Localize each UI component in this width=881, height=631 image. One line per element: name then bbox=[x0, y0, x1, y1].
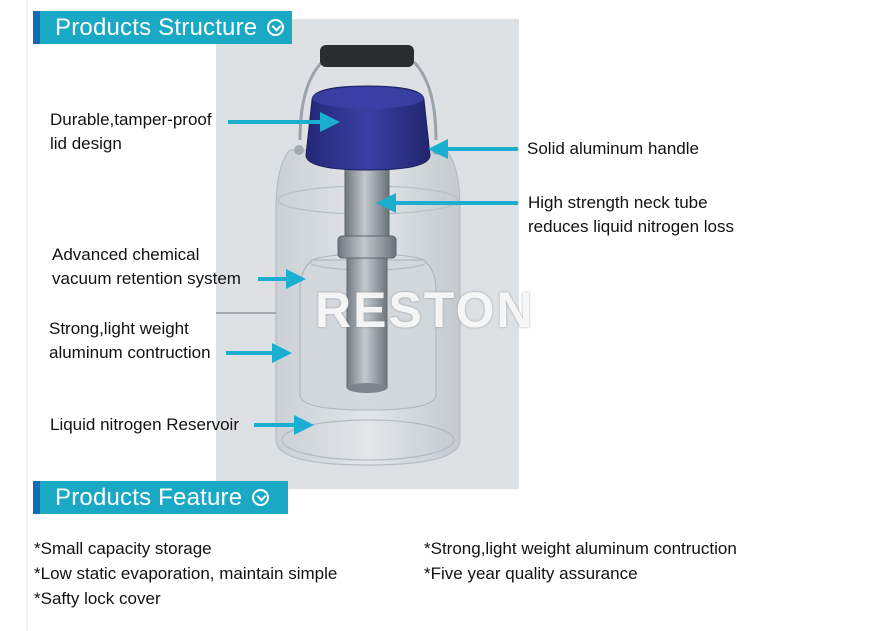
callout-handle: Solid aluminum handle bbox=[527, 139, 699, 158]
feature-list-right: *Strong,light weight aluminum contructio… bbox=[424, 536, 737, 586]
feature-list-left: *Small capacity storage *Low static evap… bbox=[34, 536, 337, 611]
feature-item: *Safty lock cover bbox=[34, 589, 161, 608]
section-title: Products Feature bbox=[55, 483, 243, 511]
callout-neck-line1: High strength neck tube bbox=[528, 193, 708, 212]
callout-lid: Durable,tamper-proof lid design bbox=[50, 108, 212, 156]
callout-lid-line1: Durable,tamper-proof bbox=[50, 110, 212, 129]
callout-aluminum-line2: aluminum contruction bbox=[49, 343, 211, 362]
callout-neck: High strength neck tube reduces liquid n… bbox=[528, 191, 734, 239]
section-title: Products Structure bbox=[55, 13, 258, 41]
chevron-down-circle-icon[interactable] bbox=[267, 19, 285, 36]
products-feature-header[interactable]: Products Feature bbox=[33, 481, 288, 514]
feature-item: *Small capacity storage bbox=[34, 539, 212, 558]
callout-aluminum: Strong,light weight aluminum contruction bbox=[49, 317, 211, 365]
brand-watermark: RESTON bbox=[315, 282, 535, 338]
callout-vacuum: Advanced chemical vacuum retention syste… bbox=[52, 243, 241, 291]
callout-vacuum-line1: Advanced chemical bbox=[52, 245, 200, 264]
callout-aluminum-line1: Strong,light weight bbox=[49, 319, 189, 338]
chevron-down-circle-icon[interactable] bbox=[252, 489, 270, 506]
neck-tube bbox=[344, 164, 390, 241]
feature-item: *Strong,light weight aluminum contructio… bbox=[424, 539, 737, 558]
callout-vacuum-line2: vacuum retention system bbox=[52, 269, 241, 288]
products-structure-header[interactable]: Products Structure bbox=[33, 11, 292, 44]
handle-wire bbox=[298, 60, 438, 141]
callout-neck-line2: reduces liquid nitrogen loss bbox=[528, 217, 735, 236]
callout-reservoir: Liquid nitrogen Reservoir bbox=[50, 415, 239, 434]
handle-grip bbox=[320, 45, 414, 67]
feature-item: *Low static evaporation, maintain simple bbox=[34, 564, 338, 583]
feature-item: *Five year quality assurance bbox=[424, 564, 638, 583]
callout-lid-line2: lid design bbox=[50, 134, 122, 153]
